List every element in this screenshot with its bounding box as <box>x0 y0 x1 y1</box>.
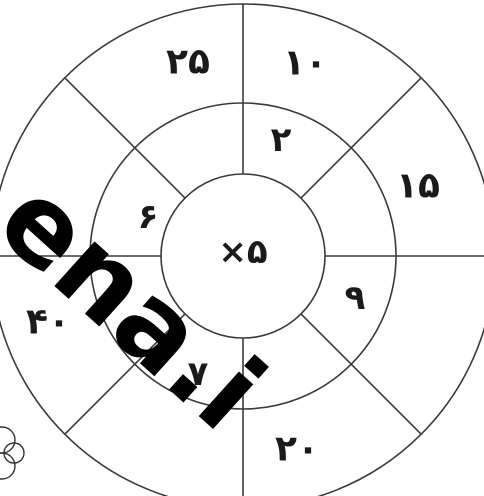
inner-number: ۲ <box>271 120 292 160</box>
center-multiplier: ×۵ <box>218 232 267 272</box>
inner-number: ۹ <box>345 278 366 318</box>
outer-number: ۲۰ <box>275 429 319 470</box>
flower-doodle-icon <box>0 427 24 479</box>
spoke-southeast <box>301 314 421 434</box>
outer-number: ۲۵ <box>166 42 210 83</box>
outer-number: ۱۰ <box>283 43 327 84</box>
outer-number: ۱۵ <box>396 166 440 207</box>
